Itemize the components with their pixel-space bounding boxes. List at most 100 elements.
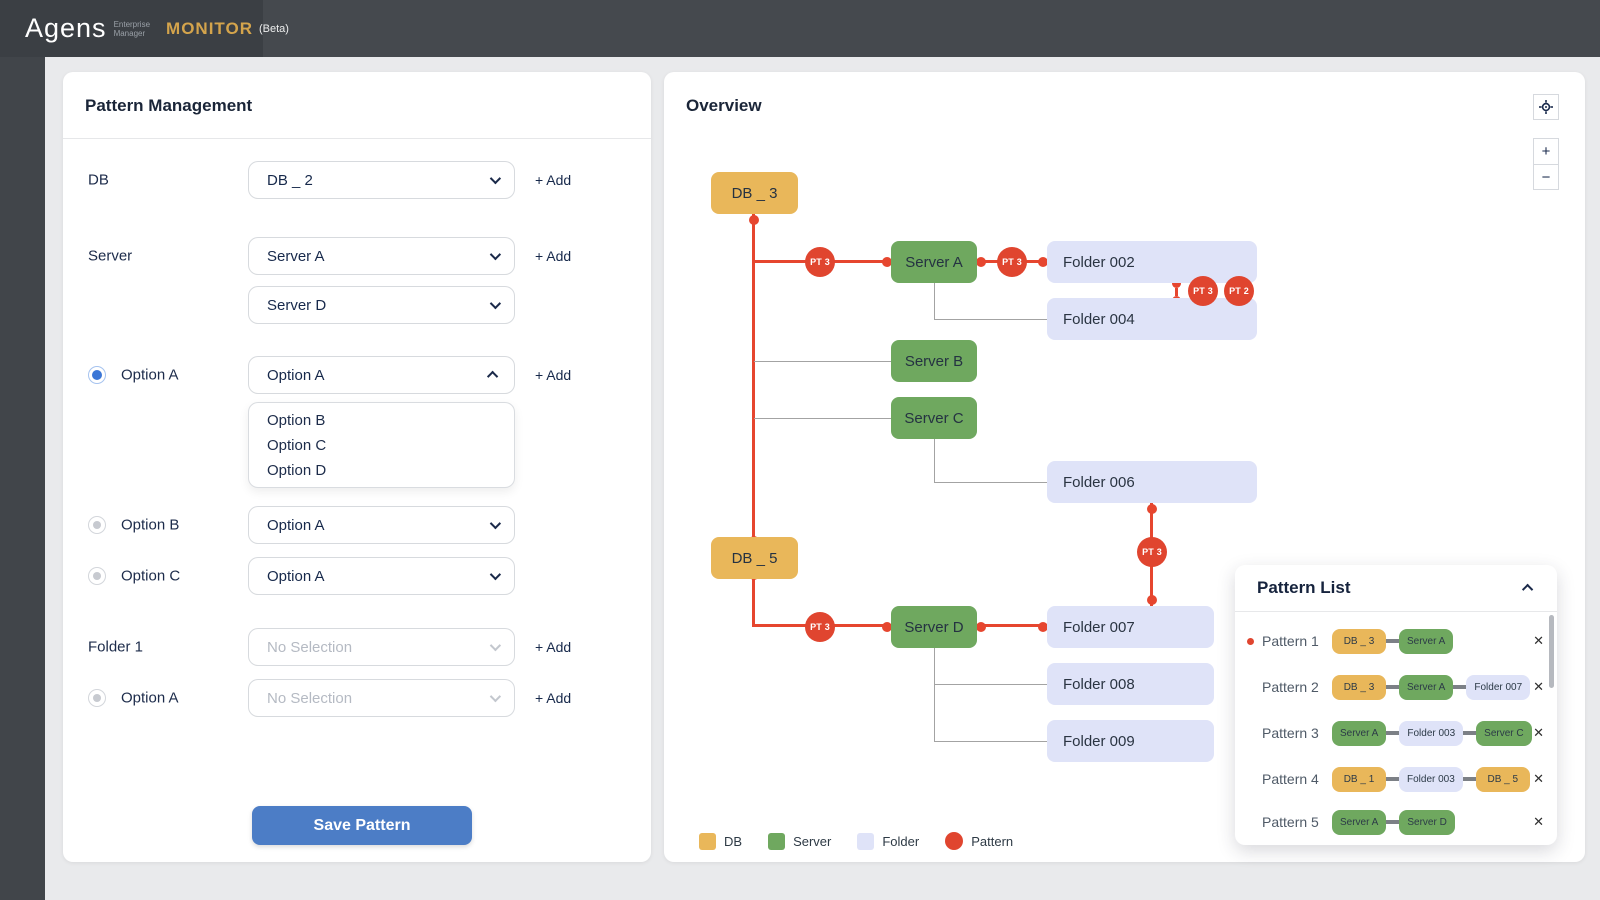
add-folder-button[interactable]: + Add — [535, 639, 572, 655]
pattern-edge-dot — [1038, 622, 1048, 632]
chevron-down-icon — [489, 248, 502, 261]
node-server-d[interactable]: Server D — [891, 606, 977, 648]
pattern-edge-dot — [882, 257, 892, 267]
remove-pattern-button[interactable]: ✕ — [1533, 633, 1544, 648]
folder-1-label: Folder 1 — [88, 638, 144, 656]
radio-option-a[interactable] — [88, 366, 106, 384]
radio-folder-option-a[interactable] — [88, 689, 106, 707]
beta-tag: (Beta) — [259, 22, 289, 35]
option-c-select[interactable]: Option A — [248, 557, 515, 595]
chip-connector — [1386, 685, 1399, 689]
hierarchy-edge-line — [754, 361, 891, 362]
form-row-server: Server Server A + Add — [63, 237, 651, 275]
add-option-a-button[interactable]: + Add — [535, 367, 572, 383]
chip-folder-003: Folder 003 — [1399, 720, 1464, 746]
form-row-option-a: Option A Option A + Add — [63, 356, 651, 394]
chevron-down-icon — [489, 172, 502, 185]
pattern-edge-dot — [749, 215, 759, 225]
chip-db-3: DB _ 3 — [1332, 628, 1386, 654]
pattern-badge-pt2[interactable]: PT 2 — [1224, 276, 1254, 306]
pattern-edge-dot — [1038, 257, 1048, 267]
collapse-icon[interactable] — [1521, 583, 1534, 596]
folder-1-select[interactable]: No Selection — [248, 628, 515, 666]
chevron-down-icon — [489, 297, 502, 310]
chip-connector — [1386, 731, 1400, 735]
graph-legend: DB Server Folder Pattern — [699, 832, 1039, 850]
hierarchy-edge-line — [754, 418, 891, 419]
folder-option-a-select-value: No Selection — [267, 689, 353, 707]
node-folder-004[interactable]: Folder 004 — [1047, 298, 1257, 340]
node-db-3[interactable]: DB _ 3 — [711, 172, 798, 214]
remove-pattern-button[interactable]: ✕ — [1533, 771, 1544, 786]
legend-item-folder: Folder — [857, 832, 919, 850]
left-sidebar — [0, 57, 45, 900]
node-folder-008[interactable]: Folder 008 — [1047, 663, 1214, 705]
target-icon — [1539, 100, 1553, 114]
server-select-2[interactable]: Server D — [248, 286, 515, 324]
folder-option-a-select[interactable]: No Selection — [248, 679, 515, 717]
pattern-edge-dot — [976, 622, 986, 632]
option-b-select[interactable]: Option A — [248, 506, 515, 544]
pattern-badge-pt3[interactable]: PT 3 — [1137, 537, 1167, 567]
pattern-badge-pt3[interactable]: PT 3 — [805, 247, 835, 277]
node-server-b[interactable]: Server B — [891, 340, 977, 382]
chevron-down-icon — [489, 639, 502, 652]
radio-option-c[interactable] — [88, 567, 106, 585]
pattern-label: Pattern 5 — [1262, 814, 1319, 830]
zoom-in-button[interactable]: + — [1534, 139, 1558, 164]
brand-subtitle-line1: Enterprise — [113, 19, 151, 29]
remove-pattern-button[interactable]: ✕ — [1533, 679, 1544, 694]
node-server-c[interactable]: Server C — [891, 397, 977, 439]
chevron-down-icon — [489, 690, 502, 703]
option-item-c[interactable]: Option C — [267, 436, 327, 454]
node-folder-006[interactable]: Folder 006 — [1047, 461, 1257, 503]
pattern-management-title: Pattern Management — [85, 96, 253, 115]
chip-db-3: DB _ 3 — [1332, 674, 1386, 700]
pattern-list-item-5: Pattern 5 Server A Server D ✕ — [1235, 799, 1557, 845]
node-folder-009[interactable]: Folder 009 — [1047, 720, 1214, 762]
server-select[interactable]: Server A — [248, 237, 515, 275]
pattern-badge-pt3[interactable]: PT 3 — [997, 247, 1027, 277]
product-name: MONITOR — [166, 18, 253, 38]
zoom-out-button[interactable]: − — [1534, 164, 1558, 189]
legend-item-server: Server — [768, 832, 831, 850]
add-server-button[interactable]: + Add — [535, 248, 572, 264]
recenter-button[interactable] — [1533, 94, 1559, 120]
server-select-2-value: Server D — [267, 296, 327, 314]
pattern-edge-dot — [1147, 504, 1157, 514]
node-server-a[interactable]: Server A — [891, 241, 977, 283]
pattern-list-item-3: Pattern 3 Server A Folder 003 Server C ✕ — [1235, 710, 1557, 756]
chip-server-d: Server D — [1399, 809, 1455, 835]
db-select[interactable]: DB _ 2 — [248, 161, 515, 199]
chip-db-1: DB _ 1 — [1332, 766, 1386, 792]
chip-connector — [1386, 777, 1399, 781]
node-folder-002[interactable]: Folder 002 — [1047, 241, 1257, 283]
server-select-value: Server A — [267, 247, 325, 265]
active-pattern-dot — [1247, 637, 1254, 645]
pattern-badge-pt3[interactable]: PT 3 — [805, 612, 835, 642]
option-a-select[interactable]: Option A — [248, 356, 515, 394]
folder-1-select-value: No Selection — [267, 638, 353, 656]
save-pattern-button[interactable]: Save Pattern — [252, 806, 472, 845]
form-row-option-b: Option B Option A — [63, 506, 651, 544]
node-db-5[interactable]: DB _ 5 — [711, 537, 798, 579]
db-label: DB — [88, 171, 109, 189]
brand-name: Agens — [25, 13, 107, 43]
add-db-button[interactable]: + Add — [535, 172, 572, 188]
pattern-list-scrollbar[interactable] — [1549, 615, 1554, 688]
option-item-d[interactable]: Option D — [267, 461, 327, 479]
radio-option-b[interactable] — [88, 516, 106, 534]
legend-item-db: DB — [699, 832, 742, 850]
option-b-label: Option B — [121, 516, 180, 534]
remove-pattern-button[interactable]: ✕ — [1533, 814, 1544, 829]
option-a-label: Option A — [121, 366, 179, 384]
pattern-edge-dot — [1147, 595, 1157, 605]
option-item-b[interactable]: Option B — [267, 411, 326, 429]
remove-pattern-button[interactable]: ✕ — [1533, 725, 1544, 740]
hierarchy-edge-line — [934, 741, 1047, 742]
pattern-badge-pt3[interactable]: PT 3 — [1188, 276, 1218, 306]
db-legend-swatch — [699, 832, 716, 850]
node-folder-007[interactable]: Folder 007 — [1047, 606, 1214, 648]
add-folder-option-button[interactable]: + Add — [535, 690, 572, 706]
